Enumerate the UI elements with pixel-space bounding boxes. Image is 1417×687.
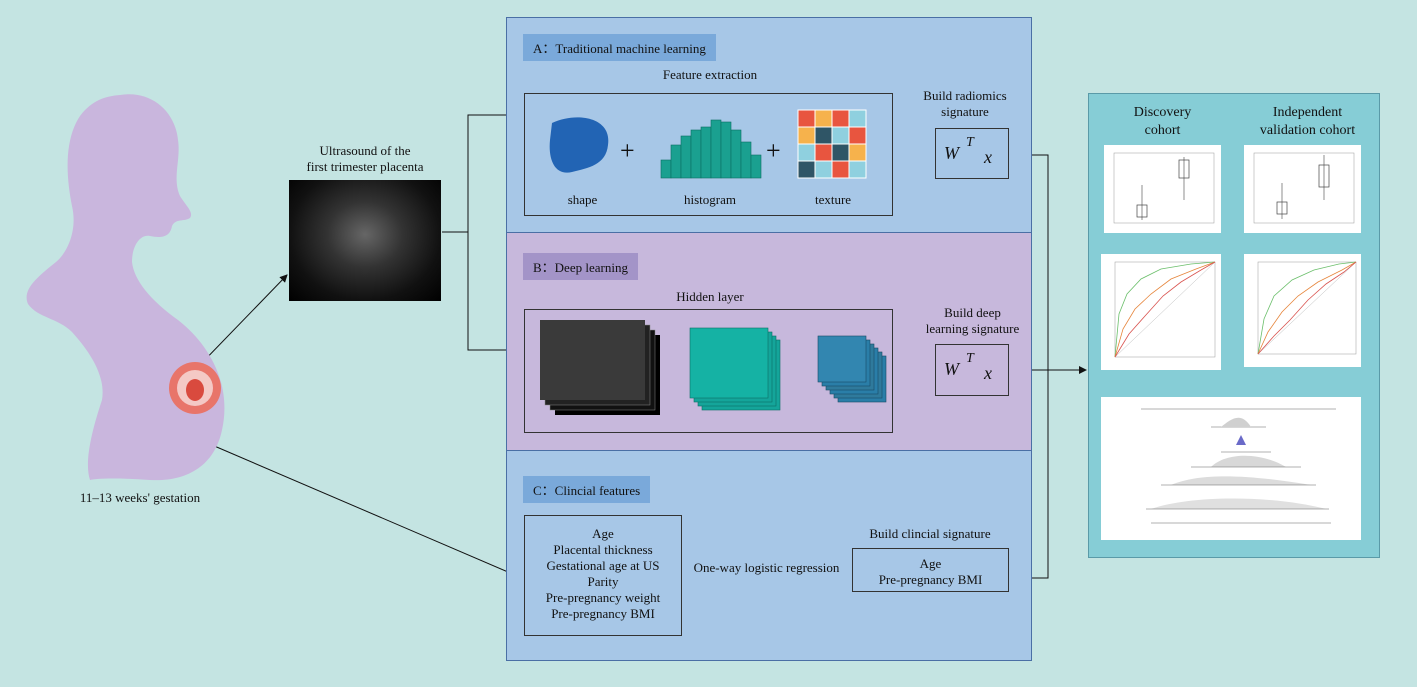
ultrasound-image [289, 180, 441, 301]
clinical-signature-title: Build clincial signature [869, 526, 991, 541]
shape-label: shape [567, 192, 598, 207]
clinical-features-box: Age Placental thickness Gestational age … [524, 515, 682, 636]
panel-b-title: B：Deep learning [523, 253, 638, 280]
feature-item: Pre-pregnancy weight [545, 590, 661, 605]
discovery-roc-plot [1101, 254, 1221, 370]
hidden-layer-label: Hidden layer [676, 289, 744, 304]
signature-item: Age [919, 556, 942, 571]
gestation-label: 11–13 weeks' gestation [79, 490, 201, 505]
histogram-label: histogram [684, 192, 736, 207]
arrow-woman-to-ultrasound [196, 274, 288, 369]
teal-feature-maps [689, 327, 781, 411]
discovery-cohort-label: Discovery cohort [1133, 105, 1192, 138]
deep-signature-label: Build deep learning signature [925, 305, 1020, 336]
panel-a-title: A：Traditional machine learning [523, 34, 716, 61]
radiomics-signature-box: W T x [935, 128, 1009, 179]
validation-roc-plot [1244, 254, 1361, 367]
validation-boxplot [1244, 145, 1361, 233]
feature-item: Gestational age at US [546, 558, 660, 573]
clinical-signature-box: Age Pre-pregnancy BMI [852, 548, 1009, 592]
deep-signature-box: W T x [935, 344, 1009, 396]
feature-item: Parity [587, 574, 619, 589]
feature-extraction-label: Feature extraction [662, 67, 758, 82]
shape-icon [549, 117, 609, 173]
histogram-icon [660, 119, 762, 179]
feature-item: Pre-pregnancy BMI [551, 606, 655, 621]
hidden-layer-box [524, 309, 893, 433]
texture-icon [797, 109, 867, 179]
blue-feature-maps [817, 335, 887, 403]
plus-icon: + [766, 136, 781, 165]
discovery-boxplot [1104, 145, 1221, 233]
input-image-stack [540, 320, 660, 415]
validation-cohort-label: Independent validation cohort [1259, 105, 1356, 138]
arrow-ultrasound-branch [442, 111, 523, 233]
texture-label: texture [814, 192, 852, 207]
feature-extraction-box [524, 93, 893, 216]
panel-c-title: C：Clincial features [523, 476, 651, 503]
arrow-ultrasound-branch-b [467, 232, 523, 354]
regression-label: One-way logistic regression [693, 560, 840, 575]
feature-item: Age [592, 526, 614, 541]
ultrasound-title: Ultrasound of the first trimester placen… [306, 143, 424, 174]
plus-icon: + [620, 136, 635, 165]
radiomics-signature-label: Build radiomics signature [923, 88, 1007, 119]
feature-item: Placental thickness [553, 542, 653, 557]
arrow-woman-to-clinical [211, 444, 523, 579]
signature-item: Pre-pregnancy BMI [878, 572, 983, 587]
nomogram-plot [1101, 397, 1361, 540]
